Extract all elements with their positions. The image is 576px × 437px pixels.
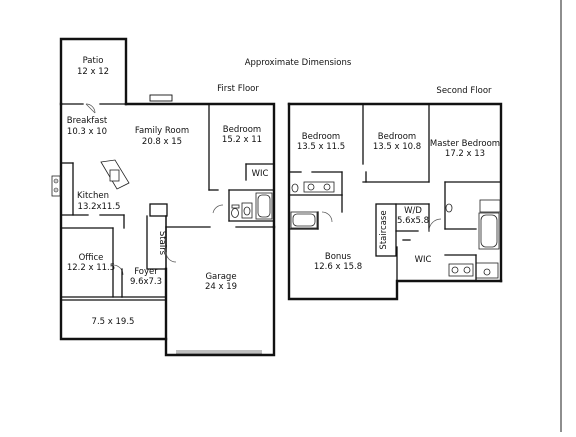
size-breakfast: 10.3 x 10 <box>67 127 107 137</box>
label-garage: Garage <box>205 272 236 282</box>
size-master-bedroom: 17.2 x 13 <box>445 149 485 159</box>
size-bedroom-first: 15.2 x 11 <box>222 135 262 145</box>
label-wic-second: WIC <box>415 255 432 265</box>
size-office: 12.2 x 11.5 <box>67 263 115 273</box>
label-bedroom-first: Bedroom <box>223 125 261 135</box>
label-foyer: Foyer <box>134 267 158 277</box>
first-floor-title: First Floor <box>217 84 259 94</box>
label-wd: W/D <box>404 206 422 216</box>
size-kitchen: 13.2x11.5 <box>78 202 121 212</box>
label-office: Office <box>79 253 104 263</box>
label-bedroom-second-1: Bedroom <box>302 132 340 142</box>
size-family-room: 20.8 x 15 <box>142 137 182 147</box>
label-bonus: Bonus <box>325 252 352 262</box>
size-bedroom-second-1: 13.5 x 11.5 <box>297 142 345 152</box>
size-bedroom-second-2: 13.5 x 10.8 <box>373 142 421 152</box>
label-staircase: Staircase <box>379 210 389 249</box>
size-patio: 12 x 12 <box>77 67 109 77</box>
size-garage: 24 x 19 <box>205 282 237 292</box>
size-foyer: 9.6x7.3 <box>130 277 162 287</box>
label-patio: Patio <box>83 56 104 66</box>
label-master-bedroom: Master Bedroom <box>430 139 500 149</box>
label-kitchen: Kitchen <box>77 191 109 201</box>
label-family-room: Family Room <box>135 126 189 136</box>
size-bonus: 12.6 x 15.8 <box>314 262 362 272</box>
second-floor-plan <box>287 102 503 301</box>
size-wd: 5.6x5.8 <box>397 216 429 226</box>
patio <box>59 37 128 114</box>
first-floor-bedroom-walls <box>208 103 275 222</box>
second-floor-title: Second Floor <box>436 86 492 96</box>
size-porch: 7.5 x 19.5 <box>92 317 135 327</box>
first-floor-interior-walls <box>51 159 167 301</box>
label-bedroom-second-2: Bedroom <box>378 132 416 142</box>
first-floor-stairs-foyer <box>121 203 275 298</box>
first-floor-plan <box>51 37 276 357</box>
label-stairs: Stairs <box>157 231 167 256</box>
label-breakfast: Breakfast <box>67 116 108 126</box>
first-floor-exterior <box>59 94 276 357</box>
label-wic-first: WIC <box>252 169 269 179</box>
dimensions-note: Approximate Dimensions <box>245 58 352 68</box>
